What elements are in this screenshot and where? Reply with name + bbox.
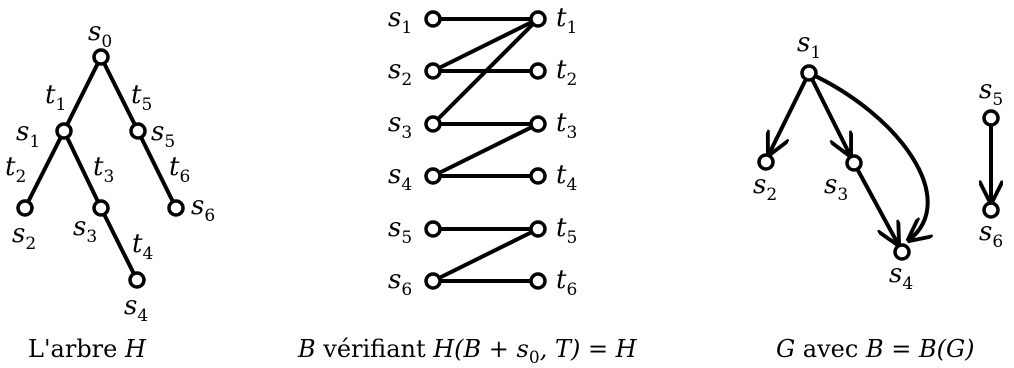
- bip-label-t3: t3: [556, 108, 577, 143]
- tree-caption: L'arbre H: [28, 335, 147, 363]
- tree-edge-s0-s1: [62, 55, 103, 133]
- bipartite-caption: B vérifiant H(B + s0, T) = H: [297, 335, 638, 368]
- bip-label-t6: t6: [556, 265, 577, 300]
- graph-caption: G avec B = B(G): [776, 335, 975, 363]
- tree-edge-s1-s3: [62, 129, 103, 210]
- tree-edge-label-t5: t5: [131, 80, 152, 115]
- bip-label-s2: s2: [388, 55, 412, 90]
- bip-label-s3: s3: [388, 108, 412, 143]
- tree-label-s0: s0: [88, 17, 112, 52]
- tree-edge-s1-s2: [23, 129, 66, 210]
- graph-arc-s1-s3: [807, 71, 850, 155]
- tree-node-s6: [167, 199, 185, 217]
- graph-label-s2: s2: [753, 170, 777, 205]
- tree-node-s4: [128, 271, 146, 289]
- tree-label-s2: s2: [12, 219, 36, 254]
- tree-edge-label-t4: t4: [132, 229, 153, 264]
- graph-label-s5: s5: [979, 75, 1003, 110]
- bipartite-figure: s1 s2 s3 s4 s5 s6 t1 t2 t3 t4 t5 t6 B vé…: [297, 3, 638, 368]
- bip-label-t1: t1: [556, 3, 577, 38]
- bip-label-s5: s5: [388, 213, 412, 248]
- bip-label-t2: t2: [556, 55, 577, 90]
- bip-node-t2: [529, 62, 547, 80]
- bip-node-s3: [424, 115, 442, 133]
- graph-node-s2: [757, 153, 775, 171]
- bip-node-s2: [424, 62, 442, 80]
- graph-label-s3: s3: [824, 170, 848, 205]
- bip-label-t4: t4: [556, 160, 577, 195]
- tree-figure: s0 s1 s5 s2 s3 s6 s4 t1 t5 t2 t3 t6 t4 L…: [5, 17, 215, 363]
- tree-label-s5: s5: [151, 117, 175, 152]
- graph-node-s3: [845, 154, 863, 172]
- tree-node-s2: [16, 199, 34, 217]
- graph-label-s4: s4: [889, 259, 913, 294]
- bip-edge-s3-t1: [431, 17, 540, 126]
- tree-node-s0: [92, 48, 110, 66]
- bip-node-t6: [529, 272, 547, 290]
- tree-label-s3: s3: [73, 212, 97, 247]
- bip-label-s4: s4: [388, 160, 412, 195]
- bip-node-s6: [424, 272, 442, 290]
- graph-arc-s3-s4: [852, 161, 898, 244]
- tree-edge-label-t3: t3: [93, 152, 114, 187]
- tree-edge-s0-s5: [99, 55, 140, 133]
- tree-node-s5: [129, 122, 147, 140]
- tree-edge-s3-s4: [99, 206, 139, 282]
- tree-edge-label-t2: t2: [5, 152, 26, 187]
- bip-node-s4: [424, 167, 442, 185]
- bip-label-t5: t5: [556, 213, 577, 248]
- graph-figure: s1 s2 s3 s4 s5 s6 G avec B = B(G): [753, 28, 1003, 363]
- bip-node-t4: [529, 167, 547, 185]
- tree-label-s4: s4: [124, 291, 148, 326]
- graph-arc-s1-s4: [807, 71, 928, 240]
- bip-edge-s4-t3: [431, 122, 540, 178]
- tree-edge-label-t1: t1: [45, 80, 66, 115]
- tree-edge-s5-s6: [136, 129, 178, 210]
- bip-node-t5: [529, 220, 547, 238]
- bip-node-s5: [424, 220, 442, 238]
- bip-edge-s6-t5: [431, 227, 540, 283]
- bip-label-s6: s6: [388, 265, 412, 300]
- bip-node-s1: [424, 10, 442, 28]
- bip-label-s1: s1: [388, 3, 412, 38]
- bip-node-t3: [529, 115, 547, 133]
- graph-node-s4: [893, 243, 911, 261]
- graph-arc-s1-s2: [769, 71, 811, 154]
- tree-edge-label-t6: t6: [169, 152, 190, 187]
- tree-label-s1: s1: [16, 117, 40, 152]
- bip-node-t1: [529, 10, 547, 28]
- bip-edge-s2-t1: [431, 17, 540, 73]
- tree-label-s6: s6: [191, 191, 215, 226]
- tree-node-s3: [92, 199, 110, 217]
- graph-node-s1: [800, 64, 818, 82]
- graph-label-s1: s1: [797, 28, 821, 63]
- graph-node-s6: [982, 201, 1000, 219]
- tree-node-s1: [55, 122, 73, 140]
- graph-label-s6: s6: [979, 217, 1003, 252]
- graph-node-s5: [982, 109, 1000, 127]
